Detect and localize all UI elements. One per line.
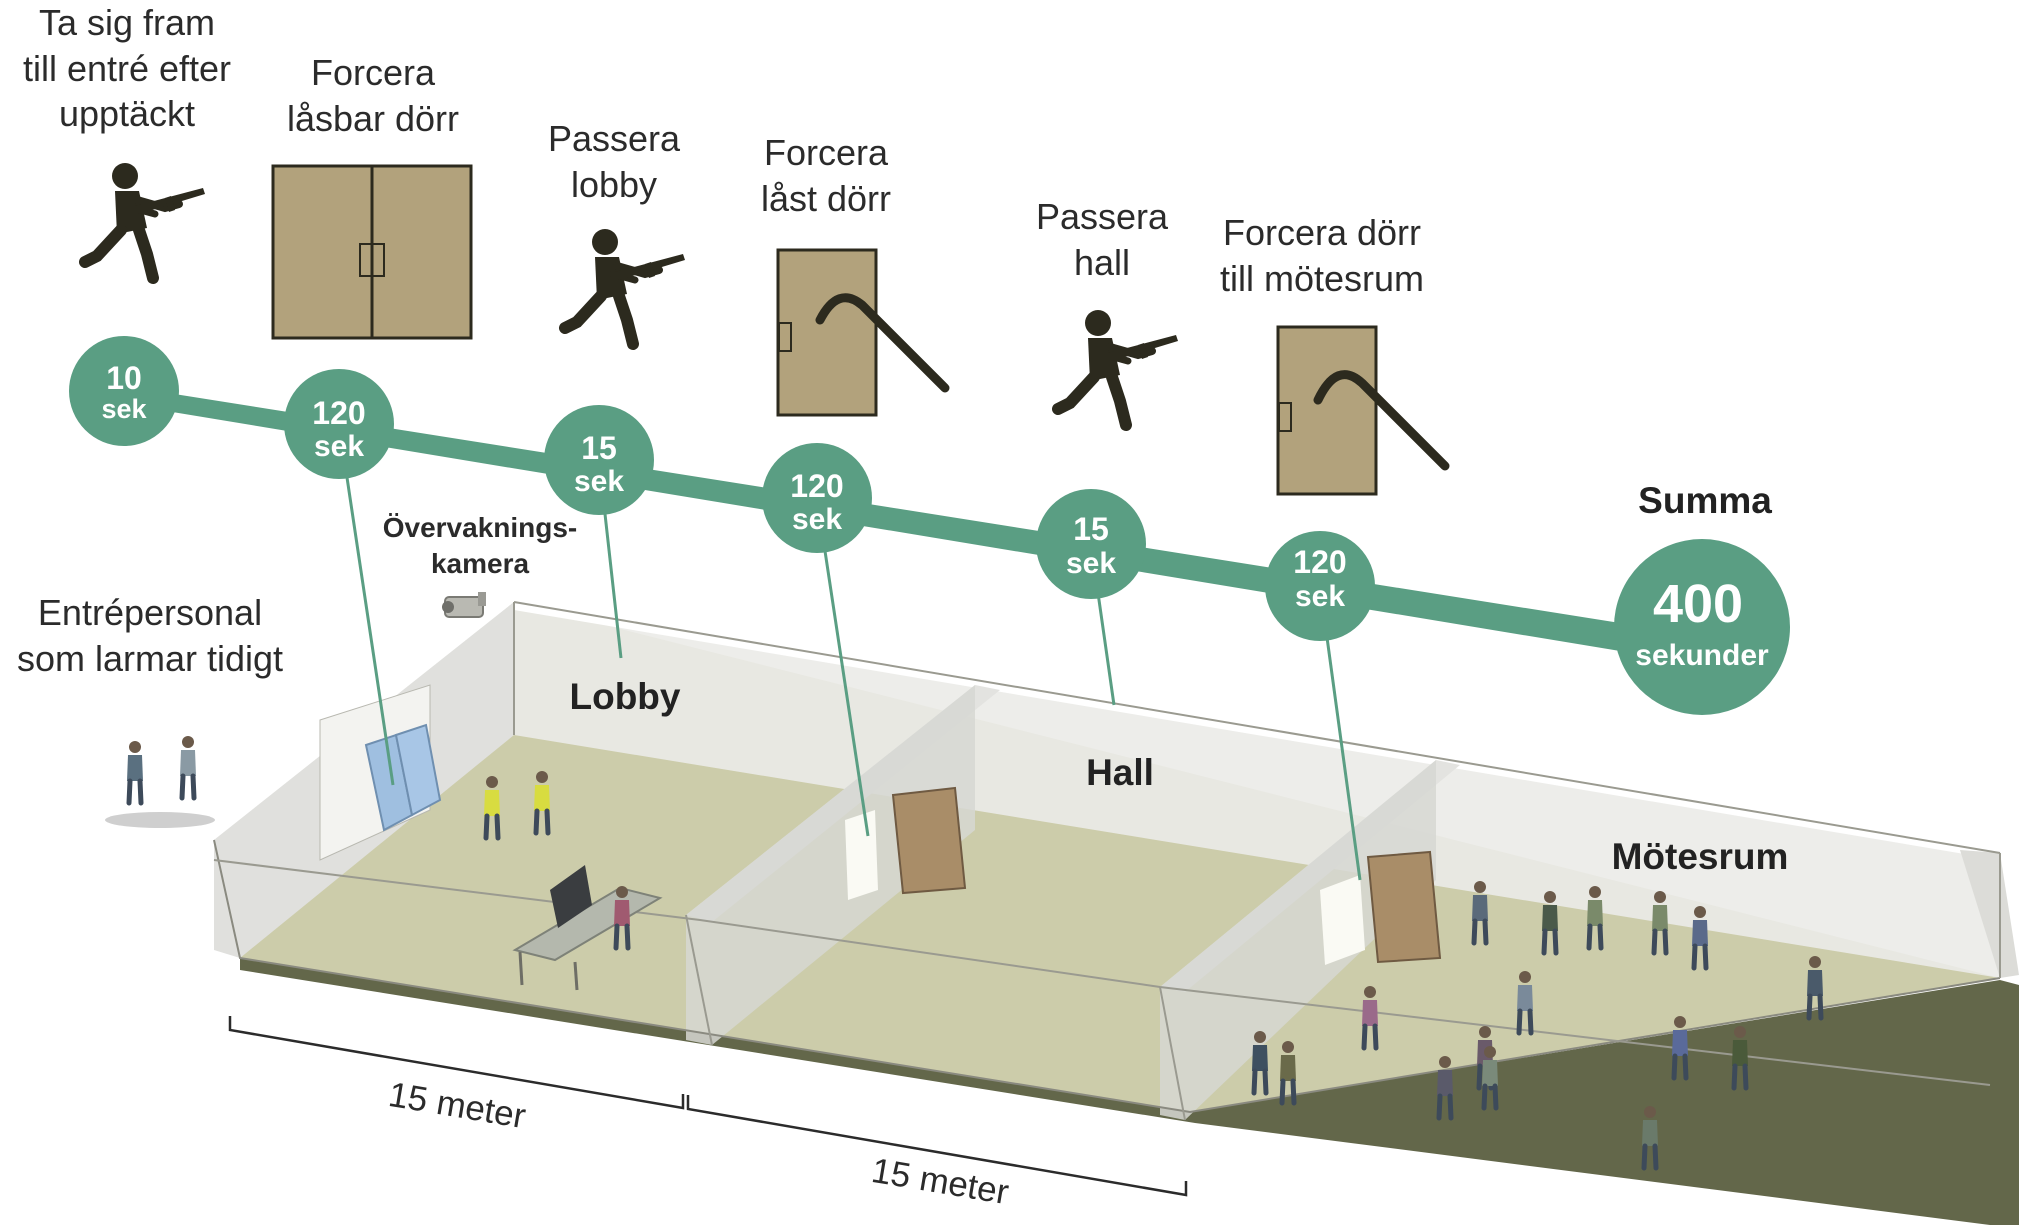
time-unit: sek [101,394,147,424]
entrance-staff-figures [105,736,215,828]
meeting-door-icon [1366,850,1442,964]
timeline-point-2: 120 sek [284,369,394,479]
total-unit: sekunder [1635,639,1769,672]
time-value: 15 [581,430,617,466]
room-label-meeting: Mötesrum [1611,836,1789,877]
measurement-brackets [228,1016,1188,1197]
camera-label: Övervaknings-kamera [382,512,578,580]
time-unit: sek [792,503,842,536]
timeline-point-6: 120 sek [1265,531,1375,641]
time-unit: sek [1066,547,1116,580]
time-unit: sek [314,430,364,463]
time-value: 15 [1073,511,1109,547]
total-heading: Summa [1638,480,1772,521]
room-label-hall: Hall [1086,752,1154,793]
monitor-icon [550,865,592,928]
time-value: 120 [1293,544,1346,580]
surveillance-camera-icon [442,592,486,618]
timeline [124,386,1620,881]
crowbar-door-icon [776,248,950,417]
timeline-point-3: 15 sek [544,405,654,515]
total-circle: 400 sekunder [1614,539,1790,715]
timeline-point-4: 120 sek [762,443,872,553]
double-door-icon [271,164,473,340]
hall-door-icon [891,786,967,895]
floor-plan [213,601,2019,1225]
time-value: 120 [790,468,843,504]
time-unit: sek [1295,580,1345,613]
crowbar-door-icon [1276,325,1450,496]
time-unit: sek [574,465,624,498]
time-value: 10 [106,360,142,396]
time-value: 120 [312,395,365,431]
timeline-point-5: 15 sek [1036,489,1146,599]
total-value: 400 [1653,574,1743,634]
room-label-lobby: Lobby [569,676,681,717]
timeline-point-1: 10 sek [69,336,179,446]
